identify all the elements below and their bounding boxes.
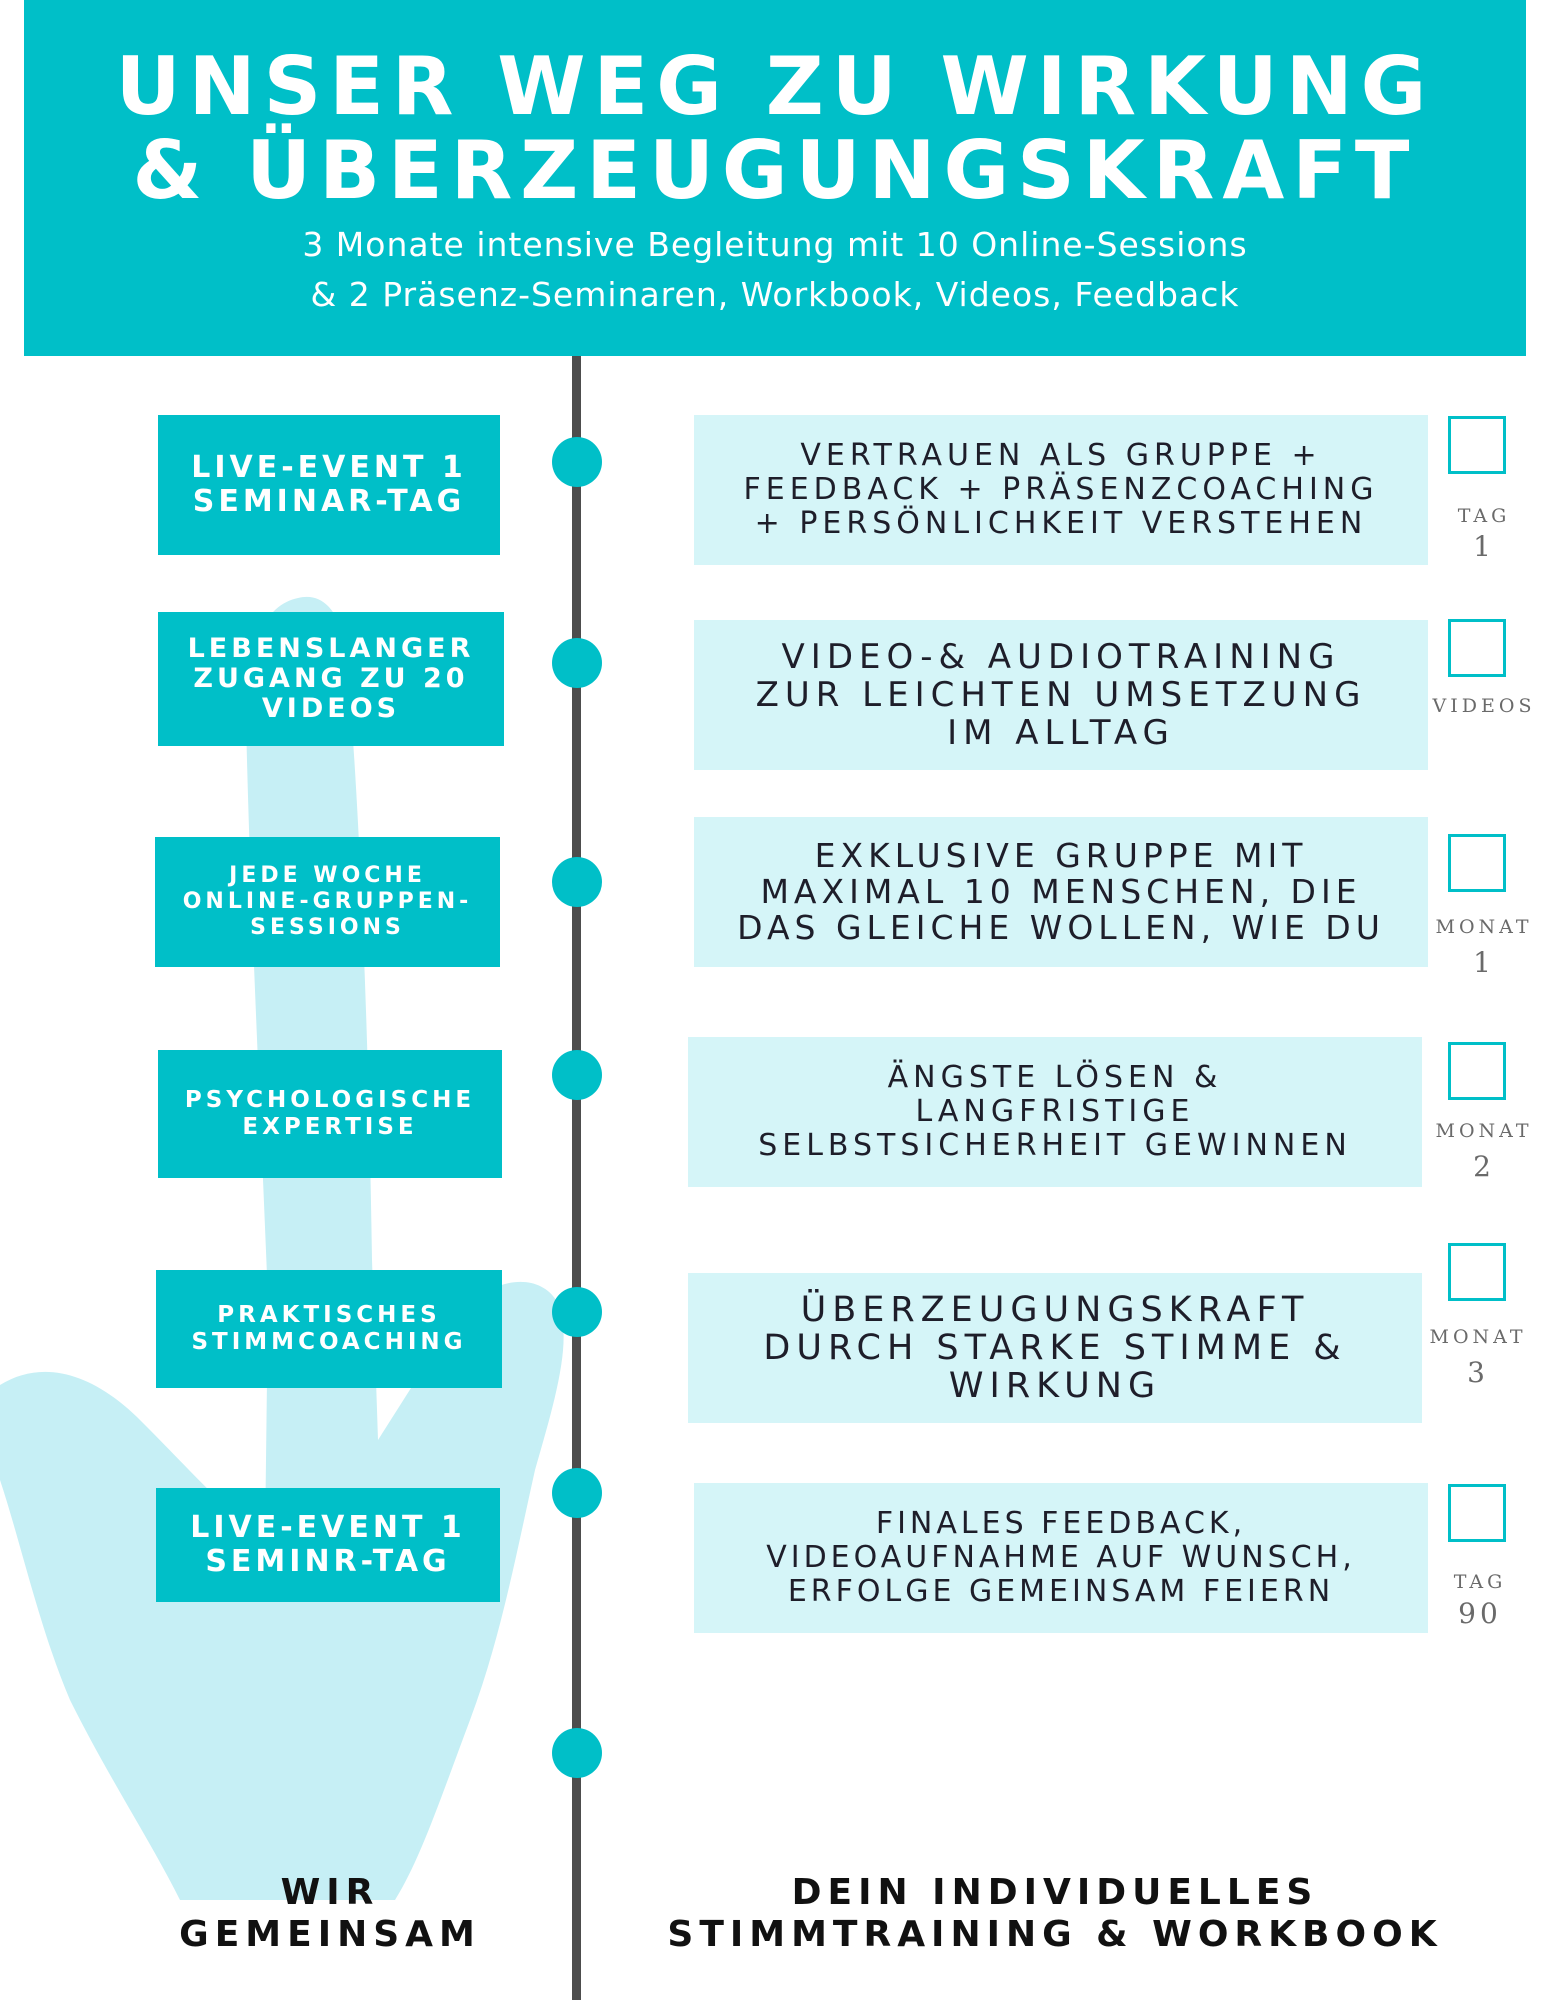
right-item-text: ÄNGSTE LÖSEN & — [887, 1060, 1223, 1095]
subtitle-line2: & 2 Präsenz-Seminaren, Workbook, Videos,… — [310, 275, 1240, 314]
right-item-text: VIDEO-& AUDIOTRAINING — [781, 637, 1341, 677]
milestone-checkbox[interactable] — [1448, 619, 1506, 677]
right-item-text: VERTRAUEN ALS GRUPPE + — [800, 438, 1322, 473]
left-item-text: SESSIONS — [250, 915, 405, 940]
milestone-checkbox[interactable] — [1448, 834, 1506, 892]
right-item-text: VIDEOAUFNAHME AUF WUNSCH, — [766, 1540, 1356, 1575]
footer-right-line2: STIMMTRAINING & WORKBOOK — [667, 1914, 1443, 1955]
right-item-text: + PERSÖNLICHKEIT VERSTEHEN — [754, 506, 1368, 541]
header-banner: UNSER WEG ZU WIRKUNG & ÜBERZEUGUNGSKRAFT… — [24, 0, 1526, 356]
right-item-text: LANGFRISTIGE — [915, 1094, 1195, 1129]
left-item-text: VIDEOS — [261, 693, 401, 724]
left-item-text: ZUGANG ZU 20 — [193, 663, 469, 694]
milestone-checkbox[interactable] — [1448, 1484, 1506, 1542]
right-item-text: WIRKUNG — [948, 1366, 1162, 1406]
right-item-exklusive-gruppe: EXKLUSIVE GRUPPE MIT MAXIMAL 10 MENSCHEN… — [694, 817, 1428, 967]
right-item-audiotraining: VIDEO-& AUDIOTRAINING ZUR LEICHTEN UMSET… — [694, 620, 1428, 770]
right-item-text: EXKLUSIVE GRUPPE MIT — [814, 836, 1308, 875]
right-item-text: MAXIMAL 10 MENSCHEN, DIE — [760, 872, 1362, 911]
left-item-live-event-1: LIVE-EVENT 1 SEMINAR-TAG — [158, 415, 500, 555]
milestone-number: 1 — [1473, 946, 1495, 979]
right-item-text: ERFOLGE GEMEINSAM FEIERN — [787, 1574, 1335, 1609]
left-item-text: LIVE-EVENT 1 — [191, 450, 467, 485]
page-title-line2: & ÜBERZEUGUNGSKRAFT — [132, 124, 1418, 217]
right-item-text: SELBSTSICHERHEIT GEWINNEN — [758, 1128, 1352, 1163]
milestone-number: 3 — [1467, 1356, 1489, 1389]
timeline-dot — [552, 437, 602, 487]
left-item-text: PSYCHOLOGISCHE — [184, 1087, 476, 1113]
milestone-checkbox[interactable] — [1448, 1243, 1506, 1301]
right-item-text: DURCH STARKE STIMME & — [763, 1328, 1347, 1368]
milestone-label: VIDEOS — [1432, 695, 1536, 717]
right-item-aengste: ÄNGSTE LÖSEN & LANGFRISTIGE SELBSTSICHER… — [688, 1037, 1422, 1187]
subtitle-line1: 3 Monate intensive Begleitung mit 10 Onl… — [302, 225, 1248, 264]
left-item-live-event-2: LIVE-EVENT 1 SEMINR-TAG — [156, 1488, 500, 1602]
timeline-dot — [552, 857, 602, 907]
left-item-online-sessions: JEDE WOCHE ONLINE-GRUPPEN- SESSIONS — [155, 837, 500, 967]
left-item-text: STIMMCOACHING — [191, 1329, 467, 1355]
milestone-label: TAG — [1457, 505, 1511, 527]
left-item-text: LEBENSLANGER — [187, 633, 475, 664]
footer-left: WIR GEMEINSAM — [160, 1872, 500, 1956]
milestone-number: 1 — [1473, 530, 1495, 563]
left-item-text: SEMINR-TAG — [205, 1544, 451, 1579]
left-item-text: ONLINE-GRUPPEN- — [182, 889, 473, 914]
timeline-dot — [552, 1050, 602, 1100]
milestone-label: TAG — [1453, 1571, 1507, 1593]
right-item-vertrauen: VERTRAUEN ALS GRUPPE + FEEDBACK + PRÄSEN… — [694, 415, 1428, 565]
timeline-dot — [552, 638, 602, 688]
timeline-dot — [552, 1728, 602, 1778]
milestone-label: MONAT — [1429, 1326, 1527, 1348]
footer-left-line2: GEMEINSAM — [179, 1914, 481, 1955]
timeline-dot — [552, 1468, 602, 1518]
left-item-text: LIVE-EVENT 1 — [190, 1510, 466, 1545]
left-item-videos: LEBENSLANGER ZUGANG ZU 20 VIDEOS — [158, 612, 504, 746]
timeline-dot — [552, 1287, 602, 1337]
left-item-text: PRAKTISCHES — [217, 1302, 441, 1328]
milestone-number: 2 — [1473, 1150, 1495, 1183]
left-item-text: JEDE WOCHE — [229, 863, 426, 888]
right-item-text: FEEDBACK + PRÄSENZCOACHING — [743, 472, 1379, 507]
footer-right-line1: DEIN INDIVIDUELLES — [791, 1872, 1319, 1913]
right-item-text: ZUR LEICHTEN UMSETZUNG — [755, 675, 1367, 715]
page-title-line1: UNSER WEG ZU WIRKUNG — [115, 40, 1435, 133]
left-item-text: SEMINAR-TAG — [192, 484, 466, 519]
footer-left-line1: WIR — [280, 1872, 380, 1913]
right-item-text: FINALES FEEDBACK, — [875, 1506, 1247, 1541]
milestone-checkbox[interactable] — [1448, 1042, 1506, 1100]
timeline-line — [572, 356, 581, 2000]
milestone-label: MONAT — [1435, 916, 1533, 938]
milestone-label: MONAT — [1435, 1120, 1533, 1142]
milestone-number: 90 — [1458, 1597, 1502, 1630]
right-item-text: IM ALLTAG — [947, 713, 1175, 753]
left-item-text: EXPERTISE — [242, 1114, 418, 1140]
right-item-ueberzeugungskraft: ÜBERZEUGUNGSKRAFT DURCH STARKE STIMME & … — [688, 1273, 1422, 1423]
right-item-finales-feedback: FINALES FEEDBACK, VIDEOAUFNAHME AUF WUNS… — [694, 1483, 1428, 1633]
right-item-text: DAS GLEICHE WOLLEN, WIE DU — [737, 908, 1385, 947]
left-item-stimmcoaching: PRAKTISCHES STIMMCOACHING — [156, 1270, 502, 1388]
footer-right: DEIN INDIVIDUELLES STIMMTRAINING & WORKB… — [640, 1872, 1470, 1956]
left-item-psychologische-expertise: PSYCHOLOGISCHE EXPERTISE — [158, 1050, 502, 1178]
milestone-checkbox[interactable] — [1448, 416, 1506, 474]
right-item-text: ÜBERZEUGUNGSKRAFT — [800, 1290, 1310, 1330]
